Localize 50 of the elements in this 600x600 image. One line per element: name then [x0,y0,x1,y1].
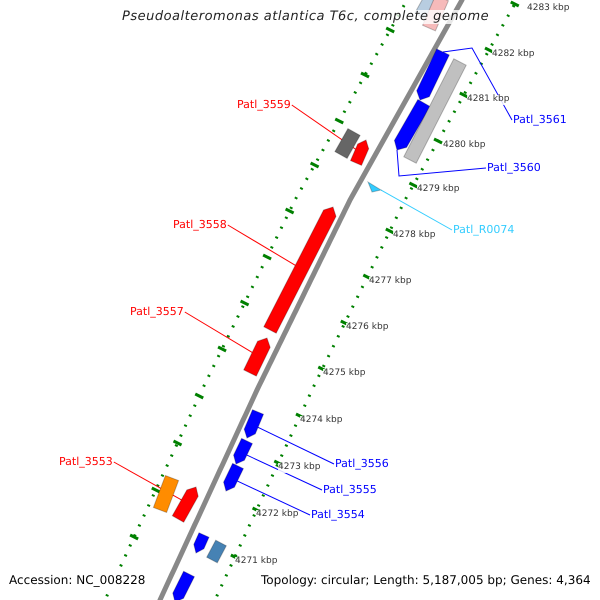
title: Pseudoalteromonas atlantica T6c, complete genome [122,10,490,24]
gene-block [350,140,369,166]
leader-line [236,480,310,516]
gene-block [394,99,431,150]
gene-label: Patl_3561 [513,114,567,126]
tick-label: 4282 kbp [492,50,534,60]
gene-label: Patl_3557 [130,306,184,318]
gene-block [263,207,337,334]
tick-label: 4280 kbp [443,141,486,151]
gene-triangle [368,182,381,192]
leader-line [246,454,322,490]
gene-block [244,409,264,438]
accession-text: Accession: NC_008228 [9,574,146,588]
gene-label: Patl_3553 [59,456,113,468]
gene-label: Patl_3554 [311,509,365,522]
gene-label: Patl_R0074 [453,224,514,236]
gene-bar [403,58,467,164]
tick-label: 4274 kbp [300,416,342,426]
tick-label: 4275 kbp [323,369,366,379]
gene-label: Patl_3559 [237,99,291,112]
gene-block [223,463,244,491]
gene-bar [153,475,179,513]
leader-line [258,426,334,464]
leader-line [442,47,512,120]
gene-block [416,48,450,100]
leader-line [396,150,486,177]
tick-label: 4271 kbp [235,557,278,567]
gene-label: Patl_3560 [487,162,541,174]
leader-line [184,312,253,353]
gene-block [172,487,199,523]
leader-line [380,190,452,230]
gene-bar [334,128,361,159]
tick-label: 4276 kbp [346,323,388,333]
gene-label: Patl_3555 [323,484,377,496]
tick-label: 4277 kbp [369,277,412,287]
tick-label: 4279 kbp [417,185,460,195]
tick-label: 4281 kbp [467,95,510,105]
tick-label: 4283 kbp [527,4,570,14]
gene-block [243,338,271,377]
leader-line [227,224,296,266]
tick-label: 4272 kbp [256,510,298,520]
gene-bar [206,540,227,563]
tick-label: 4273 kbp [278,463,320,473]
gene-label: Patl_3556 [335,458,389,470]
gene-block [172,571,195,600]
gene-block [193,532,210,553]
genome-summary-text: Topology: circular; Length: 5,187,005 bp; Genes: 4,364 [261,574,591,588]
gene-block [233,438,253,464]
tick-label: 4278 kbp [393,231,436,241]
gene-label: Patl_3558 [173,219,227,232]
